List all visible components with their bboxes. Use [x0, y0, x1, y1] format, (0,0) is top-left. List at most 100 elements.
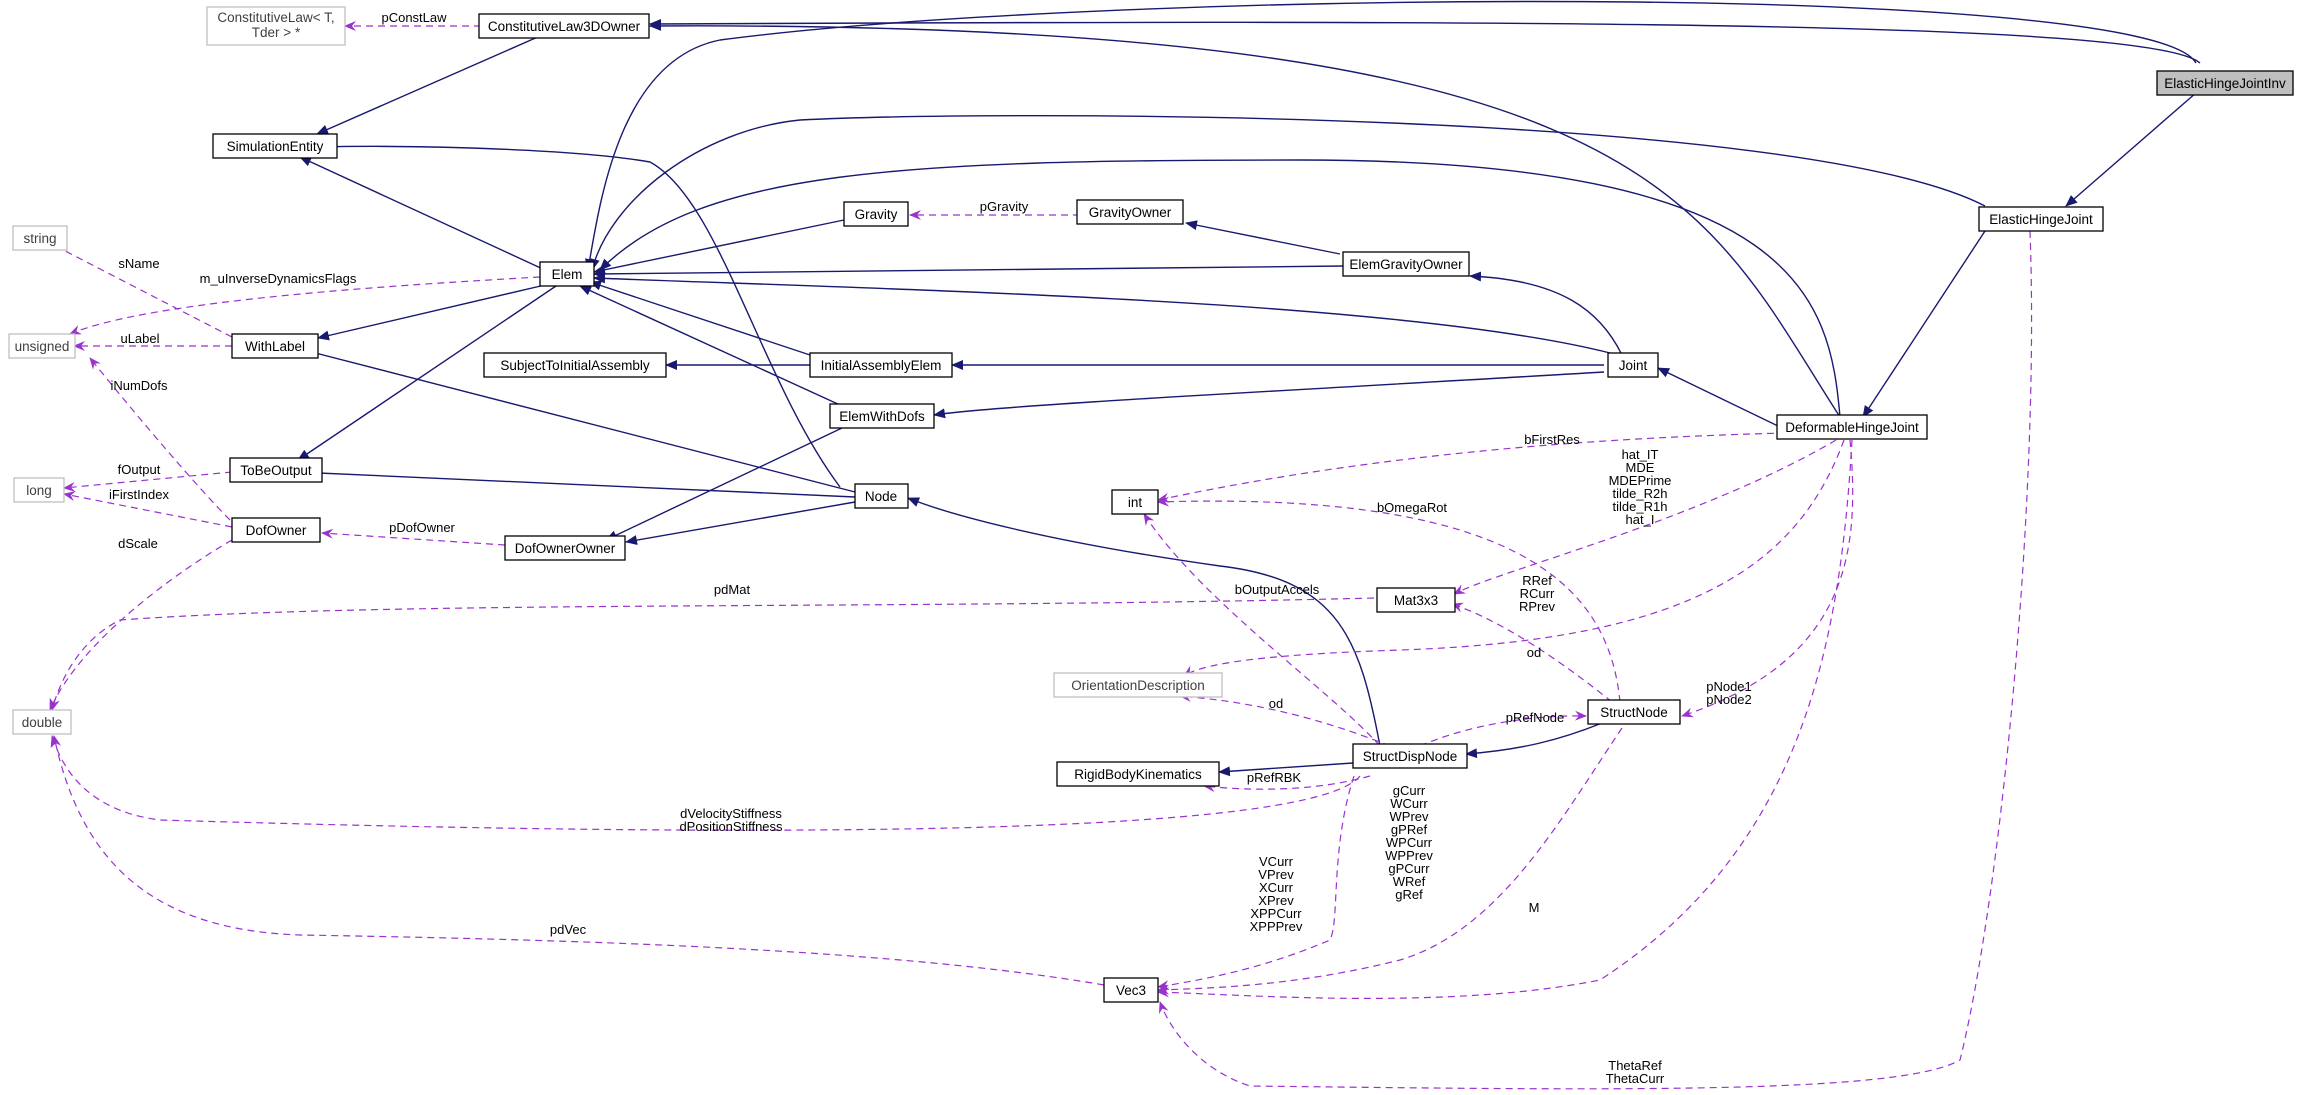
node-vec3[interactable]: Vec3 — [1103, 977, 1159, 1003]
label-tilde-r1h: tilde_R1h — [1613, 499, 1668, 514]
edge-deformablehingejoint-to-joint — [1657, 367, 1781, 428]
node-subjecttoinitialassembly[interactable]: SubjectToInitialAssembly — [483, 352, 667, 378]
label-wpcurr: WPCurr — [1386, 835, 1433, 850]
node-string[interactable]: string — [12, 225, 68, 251]
node-elem[interactable]: Elem — [539, 261, 595, 287]
label-gref: gRef — [1395, 887, 1423, 902]
node-long[interactable]: long — [13, 477, 65, 503]
edge-elemwithdofs-to-dofownerowner — [605, 427, 843, 541]
edge-dofowner-to-unsigned — [89, 357, 231, 521]
node-withlabel[interactable]: WithLabel — [231, 333, 319, 359]
edge-constitutivelaw3downer-to-simulationentity — [316, 35, 541, 135]
node-elemgravityowner[interactable]: ElemGravityOwner — [1342, 251, 1470, 277]
edge-deformablehingejoint-to-orientationdescription — [1183, 439, 1845, 677]
node-structdispnode[interactable]: StructDispNode — [1352, 743, 1468, 769]
label-tilde-r2h: tilde_R2h — [1613, 486, 1668, 501]
label-inumdofs: iNumDofs — [110, 378, 168, 393]
edge-joint-to-elemwithdofs — [933, 371, 1605, 419]
edge-labels: pConstLaw pGravity sName m_uInverseDynam… — [109, 10, 1752, 1086]
node-elastichingejointinv[interactable]: ElasticHingeJointInv — [2156, 70, 2294, 96]
node-elastichingejoint[interactable]: ElasticHingeJoint — [1978, 206, 2104, 232]
label-od-deformable: od — [1527, 645, 1541, 660]
edge-dofowner-to-double — [49, 539, 233, 711]
node-constitutivelaw3downer[interactable]: ConstitutiveLaw3DOwner — [478, 13, 650, 39]
node-dofownerowner[interactable]: DofOwnerOwner — [504, 535, 626, 561]
node-label: ConstitutiveLaw3DOwner — [488, 19, 641, 34]
node-label: WithLabel — [245, 339, 305, 354]
node-label: ConstitutiveLaw< T, — [217, 10, 334, 25]
node-double[interactable]: double — [12, 709, 72, 735]
node-dofowner[interactable]: DofOwner — [231, 517, 321, 543]
node-orientationdescription[interactable]: OrientationDescription — [1053, 672, 1223, 698]
edge-elastichingejointinv-to-elem — [584, 0, 2197, 271]
node-label: ElemWithDofs — [839, 409, 925, 424]
node-elemwithdofs[interactable]: ElemWithDofs — [829, 403, 935, 429]
edge-vec3-to-double — [51, 735, 1105, 986]
label-thetacurr: ThetaCurr — [1606, 1071, 1665, 1086]
node-rigidbodykinematics[interactable]: RigidBodyKinematics — [1056, 761, 1220, 787]
label-hat-it: hat_IT — [1622, 447, 1659, 462]
node-int[interactable]: int — [1111, 489, 1159, 515]
edge-structdispnode-to-node — [907, 497, 1381, 747]
label-wcurr: WCurr — [1390, 796, 1428, 811]
label-hat-i: hat_I — [1626, 512, 1655, 527]
edge-elem-to-unsigned — [69, 276, 541, 335]
label-pnode1: pNode1 — [1706, 679, 1752, 694]
label-vprev: VPrev — [1258, 867, 1294, 882]
node-mat3x3[interactable]: Mat3x3 — [1376, 587, 1456, 613]
edge-elemgravityowner-to-gravityowner — [1185, 220, 1341, 255]
node-node[interactable]: Node — [854, 483, 909, 509]
node-label: StructDispNode — [1363, 749, 1458, 764]
node-gravity[interactable]: Gravity — [843, 201, 909, 227]
label-wpprev: WPPrev — [1385, 848, 1433, 863]
node-label: InitialAssemblyElem — [821, 358, 942, 373]
node-label: Mat3x3 — [1394, 593, 1438, 608]
label-wprev: WPrev — [1390, 809, 1430, 824]
node-unsigned[interactable]: unsigned — [8, 333, 76, 359]
node-label: unsigned — [15, 339, 70, 354]
node-label: ElasticHingeJointInv — [2164, 76, 2286, 91]
edge-deformablehingejoint-to-constitutivelaw3downer — [649, 20, 1841, 418]
label-pgravity: pGravity — [980, 199, 1029, 214]
node-simulationentity[interactable]: SimulationEntity — [212, 133, 338, 159]
node-label: ToBeOutput — [240, 463, 312, 478]
edge-elem-to-withlabel — [317, 284, 546, 341]
node-structnode[interactable]: StructNode — [1587, 699, 1681, 725]
edge-deformablehingejoint-to-mat3x3 — [1453, 439, 1837, 595]
node-joint[interactable]: Joint — [1607, 352, 1659, 378]
node-label: Node — [865, 489, 897, 504]
node-deformablehingejoint[interactable]: DeformableHingeJoint — [1776, 414, 1928, 440]
node-label: Elem — [552, 267, 583, 282]
node-gravityowner[interactable]: GravityOwner — [1076, 199, 1184, 225]
node-label: OrientationDescription — [1071, 678, 1205, 693]
edge-structdispnode-to-int — [1143, 513, 1381, 747]
label-m: M — [1529, 900, 1540, 915]
node-constitutivelaw-t-tder[interactable]: ConstitutiveLaw< T, Tder > * — [206, 6, 346, 46]
node-label: Tder > * — [252, 25, 301, 40]
edge-dofowner-to-long — [63, 491, 233, 528]
node-label: SubjectToInitialAssembly — [500, 358, 650, 373]
label-prefrbk: pRefRBK — [1247, 770, 1302, 785]
edge-elastichingejoint-to-vec3 — [1158, 230, 2033, 1090]
node-label: RigidBodyKinematics — [1074, 767, 1202, 782]
edge-elastichingejoint-to-deformablehingejoint — [1862, 230, 1986, 418]
edge-withlabel-to-string — [39, 237, 233, 338]
label-bomegarot: bOmegaRot — [1377, 500, 1447, 515]
edge-structdispnode-to-orientationdescription — [1179, 691, 1391, 747]
node-label: GravityOwner — [1089, 205, 1172, 220]
label-sname: sName — [118, 256, 159, 271]
edge-node-to-dofownerowner — [625, 501, 856, 546]
edge-structdispnode-to-vec3 — [1157, 775, 1355, 991]
edge-deformablehingejoint-to-elem — [599, 159, 1841, 418]
node-initialassemblyelem[interactable]: InitialAssemblyElem — [809, 352, 953, 378]
node-tobeoutput[interactable]: ToBeOutput — [229, 457, 323, 483]
label-pconstlaw: pConstLaw — [381, 10, 447, 25]
label-xprev: XPrev — [1258, 893, 1294, 908]
edge-structnode-to-vec3 — [1157, 727, 1623, 995]
node-label: DofOwner — [246, 523, 307, 538]
label-xppprev: XPPPrev — [1250, 919, 1303, 934]
label-pdmat: pdMat — [714, 582, 751, 597]
node-label: DeformableHingeJoint — [1785, 420, 1919, 435]
node-label: Vec3 — [1116, 983, 1146, 998]
label-rcurr: RCurr — [1520, 586, 1555, 601]
